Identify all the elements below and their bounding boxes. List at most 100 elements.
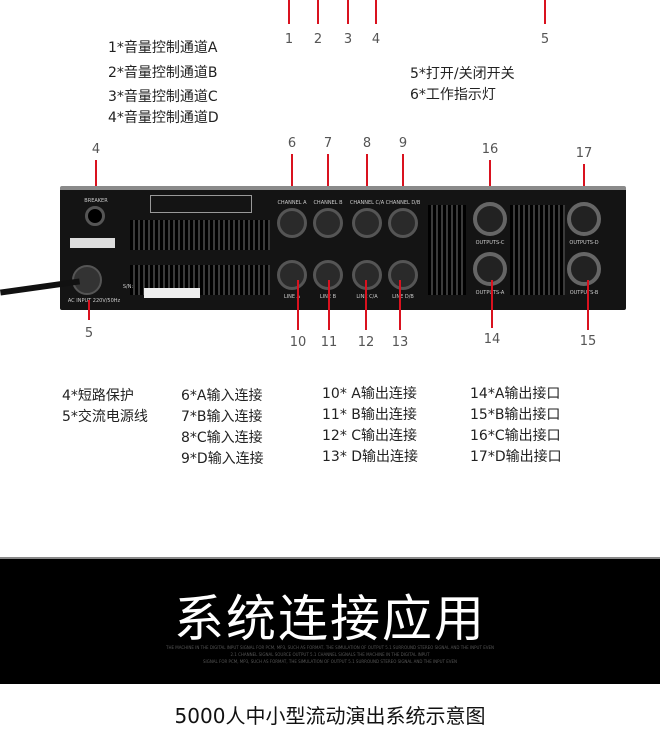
desc-column: 10* A输出连接 11* B输出连接 12* C输出连接 13* D输出连接 <box>322 384 418 468</box>
caution-label <box>70 238 115 248</box>
marker-line <box>365 280 367 330</box>
desc-item: 6*A输入连接 <box>181 388 263 404</box>
xlr-input-c <box>352 208 382 238</box>
marker-line <box>297 280 299 330</box>
marker-line <box>347 0 349 24</box>
marker-line <box>402 154 404 214</box>
vent <box>130 220 270 250</box>
marker-line <box>288 0 290 24</box>
marker-line <box>327 154 329 214</box>
legend-item: 5*打开/关闭开关 <box>410 66 515 82</box>
line-label: LINE A <box>283 294 301 300</box>
amplifier-rear-panel: BREAKER AC INPUT 220V/50Hz S/N: CHANNEL … <box>60 186 626 310</box>
marker-line <box>328 280 330 330</box>
breaker-button <box>85 206 105 226</box>
marker-line <box>544 0 546 24</box>
desc-column: 4*短路保护 5*交流电源线 <box>62 386 148 428</box>
desc-column: 14*A输出接口 15*B输出接口 16*C输出接口 17*D输出接口 <box>470 384 562 468</box>
fine-print: 2.1 CHANNEL SIGNAL SOURCE OUTPUT 5.1 CHA… <box>230 652 430 657</box>
desc-item: 4*短路保护 <box>62 388 134 404</box>
speakon-output-c <box>473 202 507 236</box>
xlr-line-c <box>352 260 382 290</box>
breaker-label: BREAKER <box>84 198 108 204</box>
channel-label: CHANNEL B <box>313 200 343 206</box>
marker-number: 12 <box>357 335 375 350</box>
marker-line <box>317 0 319 24</box>
marker-number: 2 <box>313 32 323 47</box>
desc-item: 14*A输出接口 <box>470 386 561 402</box>
desc-item: 7*B输入连接 <box>181 409 263 425</box>
marker-line <box>375 0 377 24</box>
legend-item: 1*音量控制通道A <box>108 40 218 56</box>
legend-item: 2*音量控制通道B <box>108 65 218 81</box>
vent <box>428 205 466 295</box>
marker-number: 11 <box>320 335 338 350</box>
xlr-input-b <box>313 208 343 238</box>
desc-item: 8*C输入连接 <box>181 430 263 446</box>
marker-number: 14 <box>483 332 501 347</box>
desc-item: 11* B输出连接 <box>322 407 417 423</box>
desc-column: 6*A输入连接 7*B输入连接 8*C输入连接 9*D输入连接 <box>181 386 264 470</box>
line-label: LINE C/A <box>356 294 378 300</box>
fine-print: SIGNAL FOR PCM, MP3, SUCH AS FORMAT, THE… <box>203 659 457 664</box>
line-label: LINE D/B <box>392 294 414 300</box>
marker-number: 7 <box>323 136 333 151</box>
channel-label: CHANNEL A <box>277 200 307 206</box>
marker-number: 17 <box>575 146 593 161</box>
xlr-line-a <box>277 260 307 290</box>
desc-item: 10* A输出连接 <box>322 386 417 402</box>
marker-number: 3 <box>343 32 353 47</box>
marker-number: 6 <box>287 136 297 151</box>
vent <box>510 205 565 295</box>
desc-item: 9*D输入连接 <box>181 451 264 467</box>
marker-number: 5 <box>84 326 94 341</box>
marker-number: 16 <box>481 142 499 157</box>
output-label: OUTPUTS-C <box>475 240 505 246</box>
marker-number: 5 <box>540 32 550 47</box>
legend-item: 3*音量控制通道C <box>108 89 218 105</box>
legend-item: 4*音量控制通道D <box>108 110 219 126</box>
marker-number: 4 <box>91 142 101 157</box>
fine-print: THE MACHINE IN THE DIGITAL INPUT SIGNAL … <box>166 645 494 650</box>
section-title: 系统连接应用 <box>174 590 486 648</box>
diagram-subtitle: 5000人中小型流动演出系统示意图 <box>174 704 486 728</box>
marker-number: 13 <box>391 335 409 350</box>
marker-line <box>489 160 491 208</box>
marker-number: 10 <box>289 335 307 350</box>
sn-label: S/N: <box>122 284 134 290</box>
marker-number: 9 <box>398 136 408 151</box>
xlr-input-a <box>277 208 307 238</box>
output-label: OUTPUTS-D <box>569 240 599 246</box>
desc-item: 12* C输出连接 <box>322 428 418 444</box>
outputs-table <box>150 195 252 213</box>
marker-line <box>88 300 90 320</box>
output-label: OUTPUTS-B <box>569 290 599 296</box>
desc-item: 17*D输出接口 <box>470 449 562 465</box>
desc-item: 5*交流电源线 <box>62 409 148 425</box>
channel-label: CHANNEL D/B <box>385 200 421 206</box>
barcode <box>144 288 200 298</box>
section-banner: 系统连接应用 THE MACHINE IN THE DIGITAL INPUT … <box>0 557 660 684</box>
desc-item: 15*B输出接口 <box>470 407 561 423</box>
ac-input-label: AC INPUT 220V/50Hz <box>67 298 121 304</box>
marker-line <box>366 154 368 214</box>
speakon-output-d <box>567 202 601 236</box>
desc-item: 16*C输出接口 <box>470 428 561 444</box>
speakon-output-b <box>567 252 601 286</box>
xlr-line-d <box>388 260 418 290</box>
marker-number: 4 <box>371 32 381 47</box>
marker-line <box>95 160 97 200</box>
legend-item: 6*工作指示灯 <box>410 87 496 103</box>
channel-label: CHANNEL C/A <box>349 200 385 206</box>
speakon-output-a <box>473 252 507 286</box>
marker-line <box>291 154 293 214</box>
xlr-input-d <box>388 208 418 238</box>
marker-number: 8 <box>362 136 372 151</box>
marker-line <box>587 280 589 330</box>
marker-number: 15 <box>579 334 597 349</box>
marker-number: 1 <box>284 32 294 47</box>
marker-line <box>491 280 493 328</box>
desc-item: 13* D输出连接 <box>322 449 419 465</box>
output-label: OUTPUTS-A <box>475 290 505 296</box>
